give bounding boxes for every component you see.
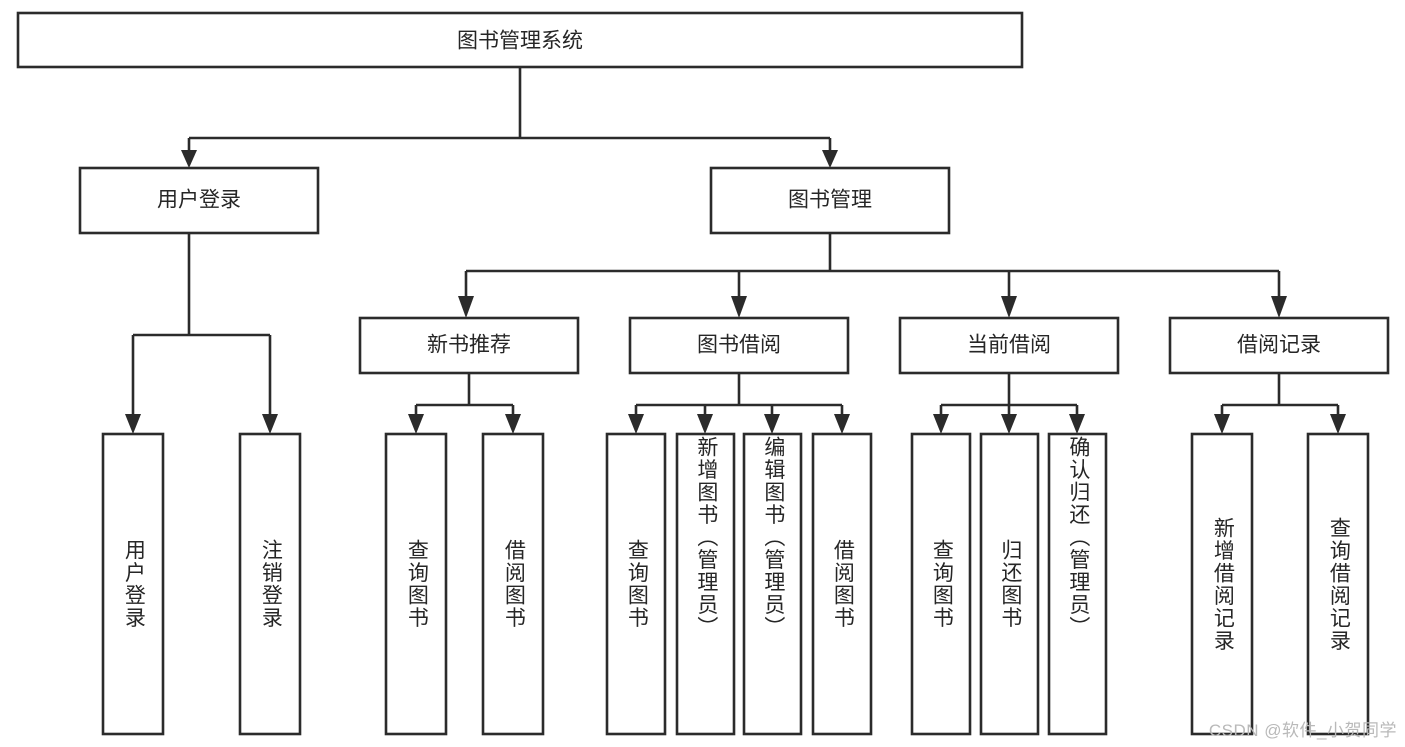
connector-group-bookmgmt: [458, 233, 1287, 318]
arrow-head-leaf-3: [408, 414, 424, 434]
node-leaf-13-box[interactable]: [1306, 432, 1370, 736]
node-record-label: 借阅记录: [1237, 334, 1321, 357]
node-borrow[interactable]: 图书借阅: [628, 316, 850, 375]
arrow-head-leaf-7: [764, 414, 780, 434]
node-leaf-6-box[interactable]: [675, 432, 736, 736]
arrow-head-record: [1271, 296, 1287, 318]
node-current-box[interactable]: [898, 316, 1120, 375]
node-current[interactable]: 当前借阅: [898, 316, 1120, 375]
arrow-head-leaf-9: [933, 414, 949, 434]
arrow-head-leaf-6: [697, 414, 713, 434]
node-leaf-3-box[interactable]: [384, 432, 448, 736]
arrow-head-login: [181, 150, 197, 168]
node-login-box[interactable]: [78, 166, 320, 235]
arrow-head-current: [1001, 296, 1017, 318]
node-record-box[interactable]: [1168, 316, 1390, 375]
node-bookmgmt[interactable]: 图书管理: [709, 166, 951, 235]
node-borrow-box[interactable]: [628, 316, 850, 375]
arrow-head-newbook: [458, 296, 474, 318]
node-borrow-label: 图书借阅: [697, 334, 781, 357]
node-root-box[interactable]: [16, 11, 1024, 69]
connector-group-root: [181, 67, 838, 168]
node-leaf-2-box[interactable]: [238, 432, 302, 736]
node-login-label: 用户登录: [157, 189, 241, 212]
arrow-head-leaf-8: [834, 414, 850, 434]
node-leaf-10-box[interactable]: [979, 432, 1040, 736]
node-leaf-7-box[interactable]: [742, 432, 803, 736]
arrow-head-leaf-13: [1330, 414, 1346, 434]
connector-group-record: [1214, 373, 1346, 434]
arrow-head-leaf-10: [1001, 414, 1017, 434]
arrow-head-leaf-11: [1069, 414, 1085, 434]
node-newbook-label: 新书推荐: [427, 334, 511, 357]
node-leaf-12-box[interactable]: [1190, 432, 1254, 736]
node-leaf-8-box[interactable]: [811, 432, 873, 736]
csdn-watermark: CSDN @软件_小贺同学: [1208, 721, 1397, 740]
node-leaf-5-box[interactable]: [605, 432, 667, 736]
arrow-head-leaf-4: [505, 414, 521, 434]
node-leaf-9-box[interactable]: [910, 432, 972, 736]
node-root-label: 图书管理系统: [457, 30, 583, 53]
node-newbook-box[interactable]: [358, 316, 580, 375]
arrow-head-leaf-12: [1214, 414, 1230, 434]
node-bookmgmt-label: 图书管理: [788, 189, 872, 212]
node-newbook[interactable]: 新书推荐: [358, 316, 580, 375]
node-login[interactable]: 用户登录: [78, 166, 320, 235]
connector-group-login: [125, 233, 278, 434]
node-current-label: 当前借阅: [967, 334, 1051, 357]
node-leaf-4-box[interactable]: [481, 432, 545, 736]
node-bookmgmt-box[interactable]: [709, 166, 951, 235]
node-leaf-11-box[interactable]: [1047, 432, 1108, 736]
arrow-head-leaf-1: [125, 414, 141, 434]
node-leaf-1-box[interactable]: [101, 432, 165, 736]
connector-group-newbook: [408, 373, 521, 434]
arrow-head-borrow: [731, 296, 747, 318]
connector-group-current: [933, 373, 1085, 434]
arrow-head-leaf-2: [262, 414, 278, 434]
connector-group-borrow: [628, 373, 850, 434]
node-root[interactable]: 图书管理系统: [16, 11, 1024, 69]
node-record[interactable]: 借阅记录: [1168, 316, 1390, 375]
arrow-head-bookmgmt: [822, 150, 838, 168]
arrow-head-leaf-5: [628, 414, 644, 434]
